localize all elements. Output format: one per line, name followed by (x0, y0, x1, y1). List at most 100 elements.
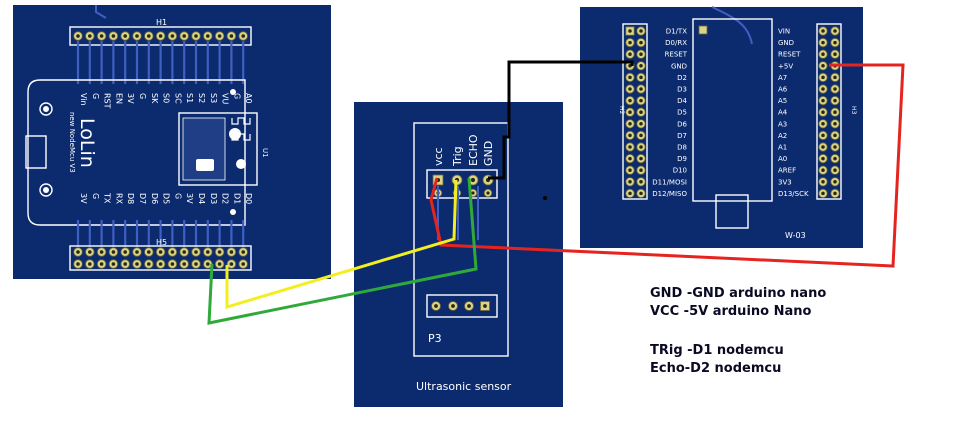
nano-board: D1/TXD0/RXRESETGNDD2D3D4D5D6D7D8D9D10D11… (580, 6, 863, 248)
sensor-pin-label: vcc (432, 147, 445, 166)
nodemcu-top-pin-label: S0 (162, 93, 171, 103)
nodemcu-bottom-pin-label: D3 (209, 193, 218, 204)
nodemcu-top-pin-label: G (138, 93, 147, 99)
sensor-connector-label: P3 (428, 332, 442, 345)
sensor-pin-label: ECHO (467, 134, 480, 166)
nano-left-pads (625, 25, 708, 198)
nano-right-pin-label: 3V3 (778, 178, 792, 186)
nano-right-pin-label: RESET (778, 51, 801, 59)
svg-text:H3: H3 (850, 106, 857, 115)
nano-right-pin-label: GND (778, 39, 794, 47)
nano-right-pin-labels: VINGNDRESET+5VA7A6A5A4A3A2A1A0AREF3V3D13… (778, 28, 809, 198)
nodemcu-top-pin-label: G (232, 93, 241, 99)
nodemcu-top-pin-label: EN (114, 93, 123, 104)
nodemcu-top-pin-label: G (91, 93, 100, 99)
wire-vcc-red (429, 63, 905, 268)
nodemcu-bottom-pin-label: G (173, 193, 182, 199)
nano-left-pin-label: D1/TX (666, 28, 687, 36)
nano-right-pads (818, 26, 840, 198)
sensor-pin-label: Trig (451, 146, 464, 167)
nodemcu-bottom-pin-label: 3V (79, 193, 88, 204)
nodemcu-brand: LoLin (76, 118, 98, 168)
nodemcu-top-pin-label: RST (103, 93, 112, 109)
wires (207, 60, 905, 325)
p3-pads (431, 301, 490, 311)
nano-left-pin-label: D8 (677, 144, 687, 152)
nano-chip-outline (692, 18, 773, 202)
nano-left-pin-label: D3 (677, 86, 687, 94)
nodemcu-bottom-pin-label: D0 (244, 193, 253, 204)
sensor-outline (413, 122, 509, 357)
ce-mark-icon (236, 159, 246, 169)
nodemcu-board-outline (27, 79, 246, 226)
nodemcu-header-bottom-label: H5 (156, 238, 167, 247)
wifi-logo-icon (196, 159, 214, 171)
nano-right-pin-label: D13/SCK (778, 190, 809, 198)
nano-left-pin-label: D10 (673, 167, 687, 175)
nodemcu-top-pin-label: S3 (209, 93, 218, 103)
note-echo: Echo-D2 nodemcu (650, 361, 782, 376)
note-vcc: VCC -5V arduino Nano (650, 304, 812, 319)
nano-right-pin-label: A6 (778, 86, 788, 94)
nodemcu-top-pin-label: A0 (244, 93, 253, 104)
esp-logo-icon (229, 128, 241, 140)
nano-right-pin-label: A2 (778, 132, 787, 140)
nano-header-left-outline (622, 23, 648, 200)
nano-right-pin-label: AREF (778, 167, 796, 175)
nodemcu-bottom-pin-label: D1 (232, 193, 241, 204)
nano-right-pin-label: A5 (778, 97, 787, 105)
nano-right-pin-label: A7 (778, 74, 787, 82)
wire-echo-green (207, 177, 478, 325)
nano-usb-outline (715, 194, 749, 229)
nano-left-pin-label: D12/MISO (652, 190, 687, 198)
sensor-title: Ultrasonic sensor (416, 380, 512, 393)
nano-right-pin-label: A4 (778, 109, 788, 117)
esp-module-outline (178, 112, 258, 186)
nodemcu-top-pin-label: SC (173, 93, 182, 104)
nodemcu-bottom-pin-label: TX (103, 192, 112, 204)
nodemcu-button-flash (39, 183, 53, 197)
nano-left-pin-label: D5 (677, 109, 687, 117)
nodemcu-bottom-pin-label: D8 (126, 193, 135, 204)
nodemcu-top-pin-label: 3V (126, 93, 135, 104)
nodemcu-top-pin-label: SK (150, 93, 159, 104)
p3-header-outline (426, 294, 498, 318)
nodemcu-bottom-pin-label: G (91, 193, 100, 199)
nano-header-right-outline (816, 23, 842, 200)
nodemcu-bottom-pin-label: D4 (197, 193, 206, 204)
nano-left-pin-label: D4 (677, 97, 687, 105)
esp-antenna-icon (231, 117, 251, 125)
nano-left-pin-label: RESET (665, 51, 688, 59)
note-trig: TRig -D1 nodemcu (650, 343, 784, 358)
nodemcu-bottom-traces (76, 220, 245, 247)
nodemcu-top-pin-label: Vin (79, 93, 88, 106)
nano-left-pin-label: D0/RX (665, 39, 687, 47)
nano-left-pin-labels: D1/TXD0/RXRESETGNDD2D3D4D5D6D7D8D9D10D11… (652, 28, 687, 198)
nodemcu-bottom-pin-label: RX (114, 193, 123, 205)
esp-module-label: U1 (261, 148, 269, 158)
nodemcu-bottom-pin-label: 3V (185, 193, 194, 204)
nano-left-pin-label: D2 (677, 74, 687, 82)
svg-text:H2: H2 (618, 106, 625, 115)
nodemcu-top-traces (76, 41, 245, 84)
nodemcu-top-pin-label: VU (221, 93, 230, 104)
nodemcu-top-pads (73, 31, 248, 41)
nodemcu-header-bottom-outline (69, 245, 252, 271)
nano-left-pin-label: D11/MOSI (652, 178, 687, 186)
nodemcu-header-top-label: H1 (156, 18, 167, 27)
nodemcu-bottom-pin-label: D6 (150, 193, 159, 204)
nano-right-pin-label: VIN (778, 28, 790, 36)
nodemcu-top-pin-label: S1 (185, 93, 194, 103)
nodemcu-model: new NodeMcu V3 (68, 112, 76, 173)
wire-gnd-black (488, 60, 634, 180)
nano-label: W-03 (785, 231, 806, 240)
sensor-pin-label: GND (482, 141, 495, 166)
nano-right-pin-label: A0 (778, 155, 787, 163)
nano-pcb (580, 7, 863, 248)
nodemcu-bottom-pin-label: D7 (138, 193, 147, 204)
